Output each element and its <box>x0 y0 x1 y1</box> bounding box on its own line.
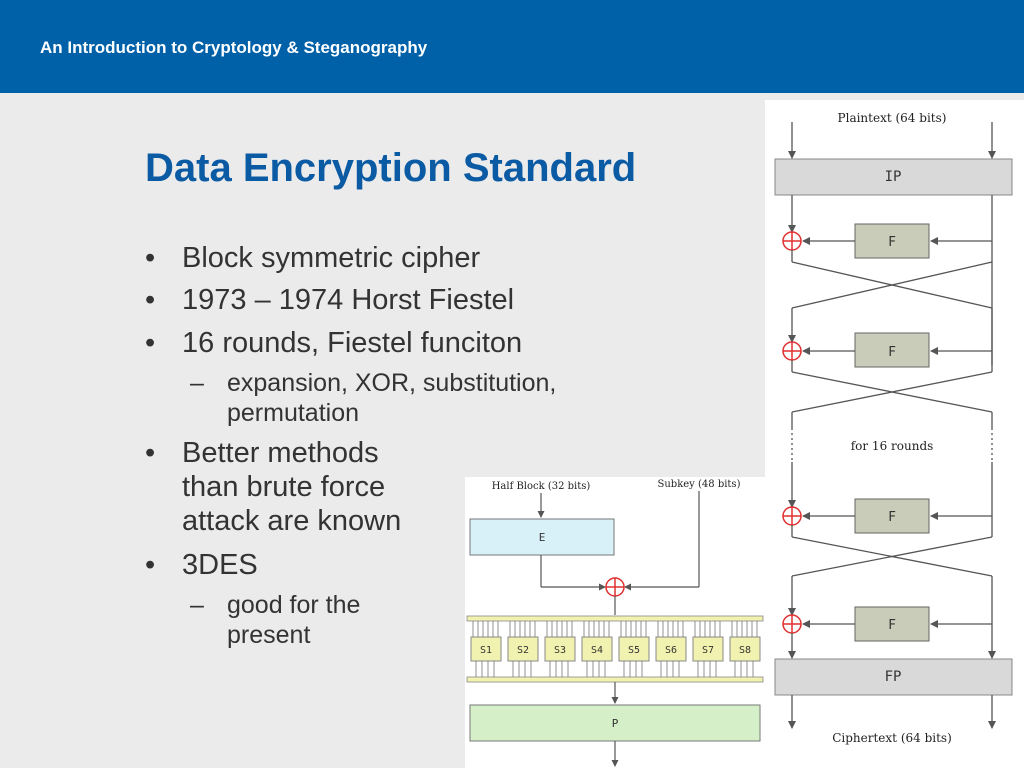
plaintext-label: Plaintext (64 bits) <box>838 111 947 125</box>
sbox-label: S8 <box>739 645 751 656</box>
fp-label: FP <box>885 669 902 685</box>
sbox-8 <box>729 636 761 662</box>
sbox-1 <box>470 636 502 662</box>
f-box <box>854 498 930 534</box>
permutation-label: P <box>612 717 619 730</box>
bullet-glyph: • <box>145 242 156 274</box>
rounds-label: for 16 rounds <box>851 439 934 453</box>
ip-label: IP <box>885 169 902 185</box>
sub-bullet-text: present <box>227 621 311 649</box>
sub-bullet-text: permutation <box>227 399 360 427</box>
sbox-label: S7 <box>702 645 714 656</box>
f-function-diagram: Half Block (32 bits) Subkey (48 bits) E … <box>465 477 765 768</box>
slide-title: Data Encryption Standard <box>145 146 637 190</box>
f-box <box>854 606 930 642</box>
subkey-label: Subkey (48 bits) <box>658 479 741 490</box>
bullet-glyph: • <box>145 437 156 469</box>
xor-icon <box>782 341 802 361</box>
sbox-label: S6 <box>665 645 677 656</box>
permutation-box <box>469 704 761 742</box>
bullet-text: attack are known <box>182 505 402 537</box>
sub-bullet-glyph: – <box>190 369 204 397</box>
bullet-text: 16 rounds, Fiestel funciton <box>182 327 523 359</box>
sbox-label: S2 <box>517 645 529 656</box>
xor-icon <box>782 614 802 634</box>
f-box <box>854 223 930 259</box>
sbox-6 <box>655 636 687 662</box>
f-label: F <box>888 510 896 525</box>
ip-box <box>774 158 1013 196</box>
sub-bullet-text: expansion, XOR, substitution, <box>227 369 557 397</box>
xor-icon <box>782 231 802 251</box>
f-label: F <box>888 235 896 250</box>
f-label: F <box>888 345 896 360</box>
sub-bullet-text: good for the <box>227 591 361 619</box>
sbox-label: S5 <box>628 645 640 656</box>
sbox-2 <box>507 636 539 662</box>
sub-bullet-glyph: – <box>190 591 204 619</box>
bullet-text: Block symmetric cipher <box>182 242 481 274</box>
bullet-glyph: • <box>145 327 156 359</box>
ciphertext-label: Ciphertext (64 bits) <box>832 731 952 745</box>
f-box <box>854 332 930 368</box>
sbox-4 <box>581 636 613 662</box>
bullet-glyph: • <box>145 284 156 316</box>
bullet-text: than brute force <box>182 471 386 503</box>
bullet-glyph: • <box>145 549 156 581</box>
fp-box <box>774 658 1013 696</box>
presentation-title: An Introduction to Cryptology & Steganog… <box>40 38 428 57</box>
bullet-text: 1973 – 1974 Horst Fiestel <box>182 284 515 316</box>
expansion-box <box>469 518 615 556</box>
half-block-label: Half Block (32 bits) <box>492 481 591 492</box>
xor-icon <box>605 577 625 597</box>
feistel-diagram: Plaintext (64 bits) IP F F for 16 rounds… <box>765 100 1024 768</box>
sbox-5 <box>618 636 650 662</box>
sbox-label: S4 <box>591 645 603 656</box>
bullet-text: 3DES <box>182 549 258 581</box>
f-label: F <box>888 618 896 633</box>
sbox-3 <box>544 636 576 662</box>
sbox-label: S1 <box>480 645 492 656</box>
sbox-7 <box>692 636 724 662</box>
bullet-text: Better methods <box>182 437 379 469</box>
expansion-label: E <box>539 531 546 544</box>
xor-icon <box>782 506 802 526</box>
sbox-label: S3 <box>554 645 566 656</box>
header-bar: An Introduction to Cryptology & Steganog… <box>0 0 1024 93</box>
